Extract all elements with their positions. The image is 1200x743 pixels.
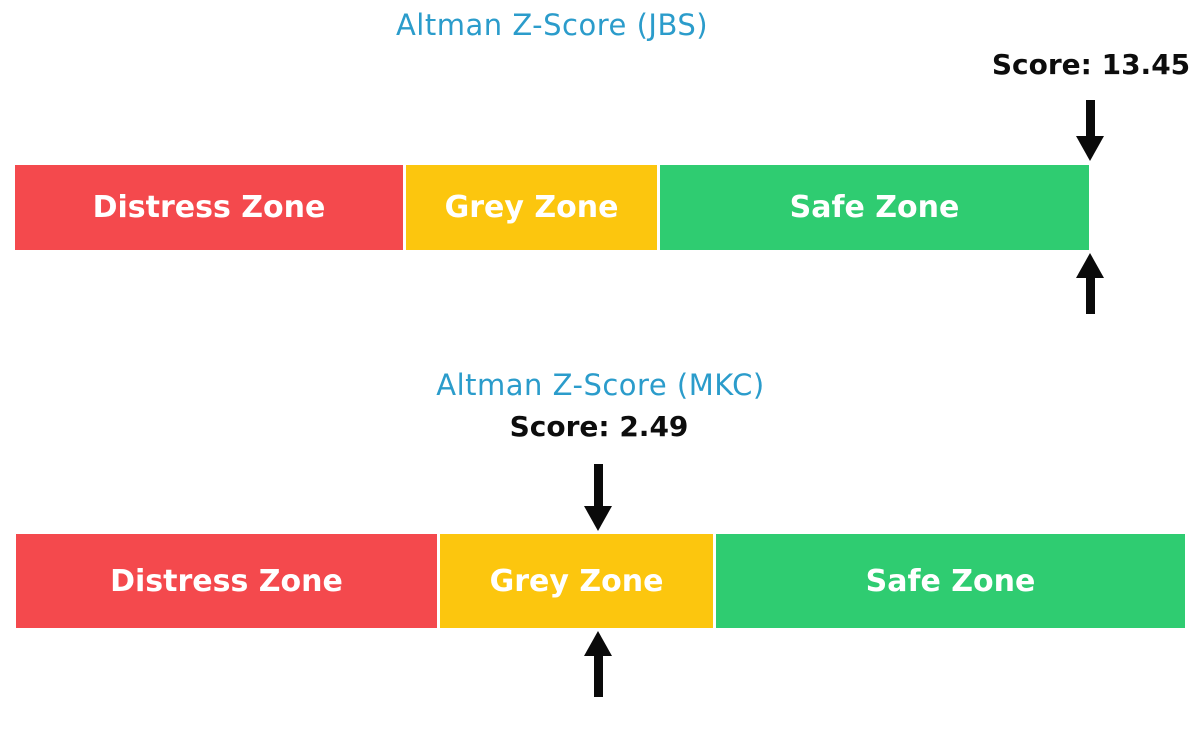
zone-label: Grey Zone <box>489 563 664 599</box>
zone-label: Safe Zone <box>865 563 1036 599</box>
score-label: Score: 2.49 <box>509 410 689 443</box>
zone-label: Grey Zone <box>444 190 619 225</box>
score-marker-down-arrow <box>584 464 612 531</box>
zone-label: Distress Zone <box>92 190 326 225</box>
score-marker-down-arrow <box>1076 100 1104 161</box>
distress-zone-segment: Distress Zone <box>16 534 437 628</box>
arrow-shaft <box>593 464 603 506</box>
safe-zone-segment: Safe Zone <box>716 534 1185 628</box>
arrow-head <box>1076 253 1104 278</box>
safe-zone-segment: Safe Zone <box>660 165 1089 250</box>
score-marker-up-arrow <box>584 631 612 697</box>
score-label: Score: 13.45 <box>991 48 1191 81</box>
zone-label: Safe Zone <box>789 190 960 225</box>
zone-label: Distress Zone <box>110 563 343 599</box>
grey-zone-segment: Grey Zone <box>406 165 657 250</box>
arrow-head <box>584 506 612 531</box>
chart-title: Altman Z-Score (MKC) <box>436 368 765 402</box>
arrow-head <box>1076 136 1104 161</box>
arrow-shaft <box>593 656 603 697</box>
chart-title: Altman Z-Score (JBS) <box>395 8 709 42</box>
arrow-shaft <box>1085 278 1095 314</box>
arrow-head <box>584 631 612 656</box>
distress-zone-segment: Distress Zone <box>15 165 403 250</box>
arrow-shaft <box>1085 100 1095 136</box>
grey-zone-segment: Grey Zone <box>440 534 713 628</box>
score-marker-up-arrow <box>1076 253 1104 314</box>
